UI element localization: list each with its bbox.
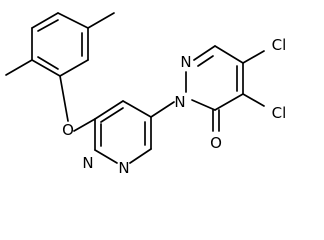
bond [214,93,244,111]
chlorine-label: Cl [272,36,287,54]
double-bond-inner [37,19,59,32]
bond [150,101,175,118]
double-bond-inner [100,107,124,123]
pyridazinone-nitrogen-label: N [180,53,191,71]
bond [129,148,152,164]
pyrimidine-ring [94,100,152,164]
carbonyl-oxygen-label: O [210,134,222,152]
pyrimidine-nitrogen-label: N [82,154,93,172]
bond [94,100,124,120]
chlorine-label: Cl [272,104,287,122]
pyrimidine-nitrogen-label: N [118,159,129,177]
bond [31,12,59,29]
pyridazinone-ring [185,45,244,111]
molecule-structure-diagram: O N N N N O Cl Cl [5,12,287,177]
bond [31,59,61,77]
bond [73,118,96,132]
pyridazinone-nitrogen-label: N [174,93,185,111]
bond [214,45,244,64]
ether-oxygen-label: O [62,121,74,139]
double-bond-inner [197,55,214,67]
bond [94,149,118,164]
bond [59,75,69,122]
bond [191,99,216,111]
methyl-bond-left [5,59,33,76]
bond [57,12,89,29]
bond [193,45,216,61]
methyl-bond-top [87,12,115,29]
bond [59,59,89,77]
bond [242,50,265,64]
dimethylphenyl-ring [31,12,89,77]
bond [122,100,152,118]
double-bond-inner [37,56,59,70]
bond [242,93,265,107]
